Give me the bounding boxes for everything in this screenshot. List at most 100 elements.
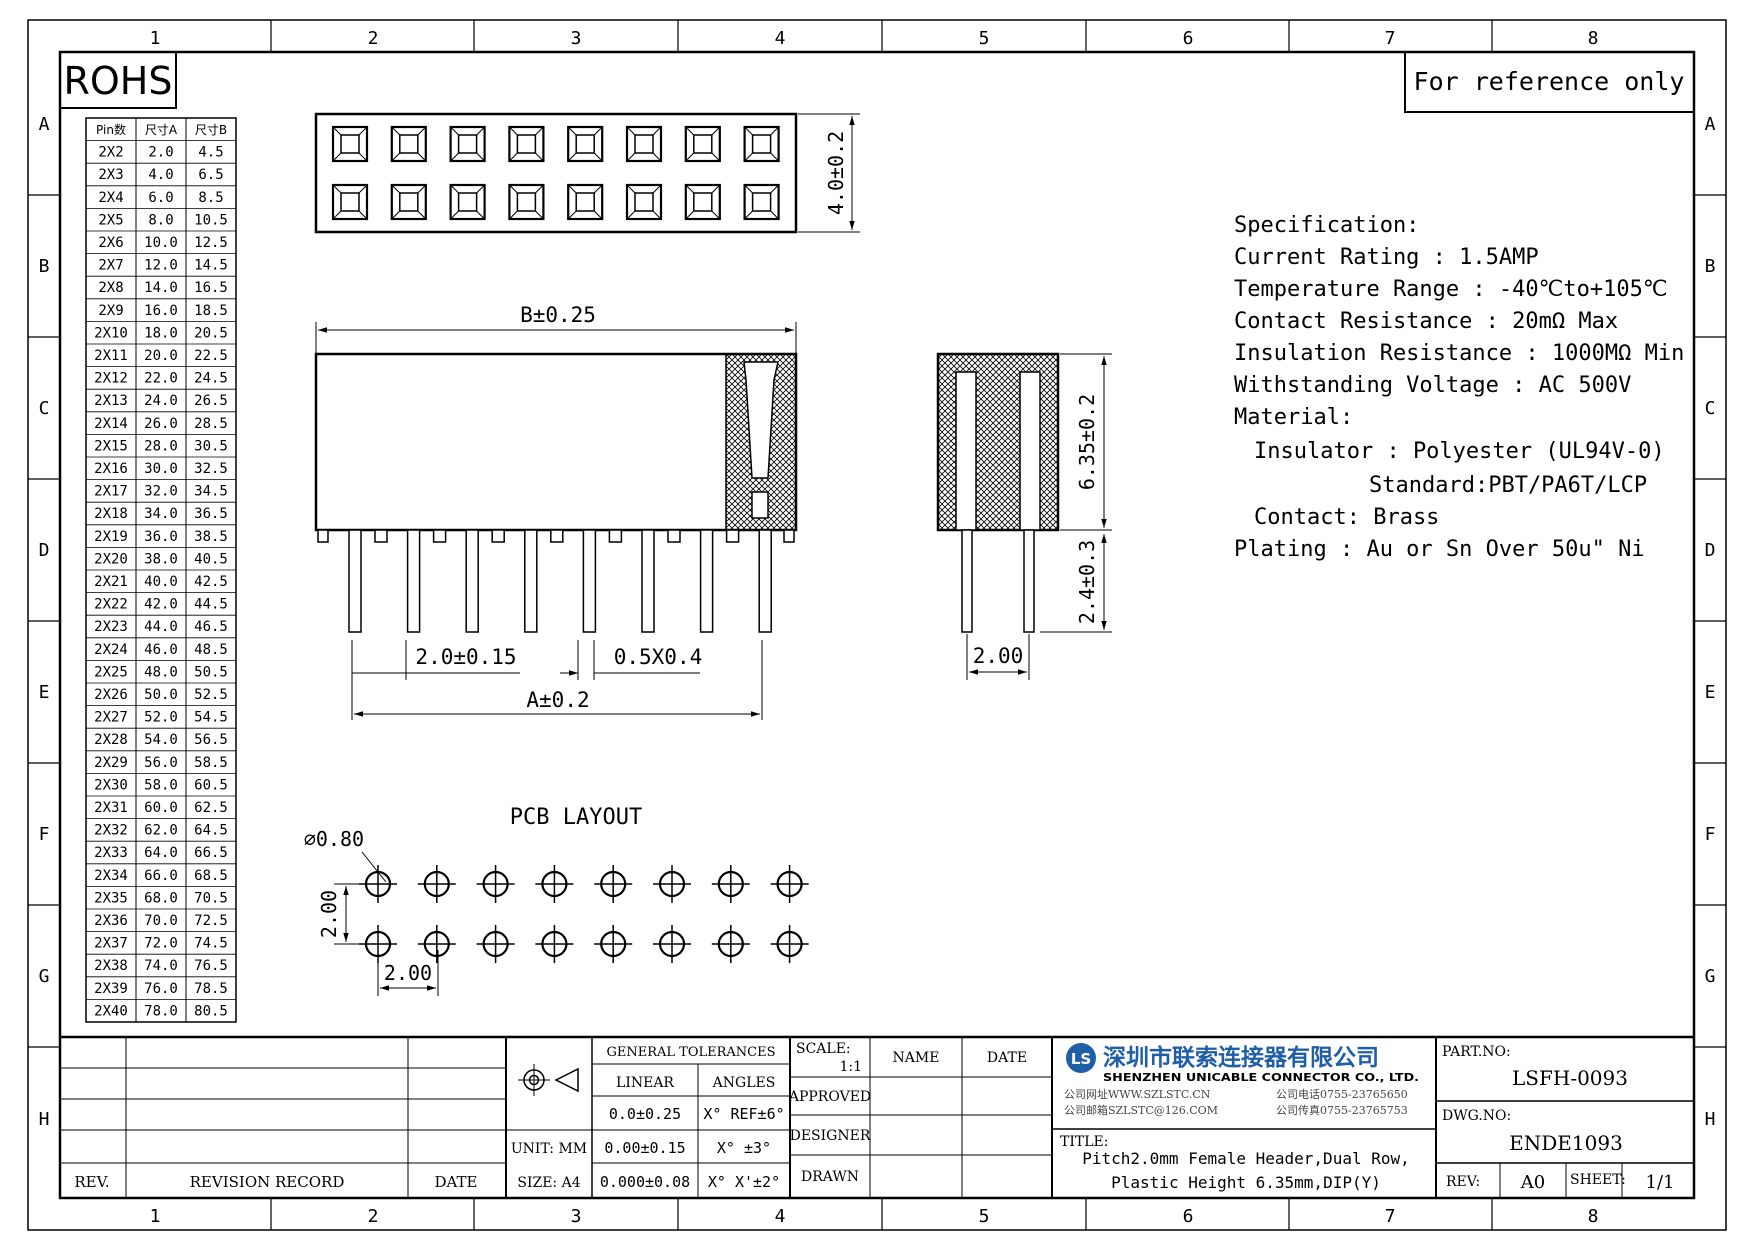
company-email: 公司邮箱SZLSTC@126.COM [1064,1103,1218,1117]
row-label-left: H [39,1109,50,1130]
angle-tolerance-1: X° REF±6° [703,1105,784,1123]
size-label: SIZE: A4 [517,1175,580,1191]
top-height-dimension: 4.0±0.2 [824,131,848,215]
scale-value: 1:1 [839,1059,862,1075]
column-label-bottom: 6 [1183,1206,1194,1227]
side-view: 6.35±0.2 2.4±0.3 2.00 [936,352,1112,680]
column-label-top: 3 [571,28,582,49]
b-length-dimension: B±0.25 [520,303,596,327]
pin-table-cell: 10.5 [194,212,228,228]
column-label-bottom: 5 [979,1206,990,1227]
front-view-pins [317,529,795,633]
general-tolerances-header: GENERAL TOLERANCES [606,1045,775,1060]
pcb-hole-icon [476,925,515,963]
projection-symbol-icon [518,1064,579,1096]
drawing-title-line2: Plastic Height 6.35mm,DIP(Y) [1111,1173,1381,1192]
pin-table-cell: 76.0 [144,981,178,997]
pin-table-cell: 18.0 [144,325,178,341]
pin-table-cell: 2X29 [94,755,128,771]
pin-table-cell: 72.0 [144,936,178,952]
pin-table-cell: 2X31 [94,800,128,816]
company-name-en: SHENZHEN UNICABLE CONNECTOR CO., LTD. [1103,1071,1419,1084]
pin-table-cell: 38.0 [144,551,178,567]
column-label-top: 6 [1183,28,1194,49]
pin-table-cell: 2X23 [94,619,128,635]
hole-leader-line [361,851,387,883]
pin-stub [374,529,388,543]
pcb-hole-icon [711,865,750,903]
pin-table-cell: 42.5 [194,574,228,590]
pin-table-cell: 16.5 [194,280,228,296]
pin-table-cell: 2X13 [94,393,128,409]
pin-table-cell: 22.0 [144,371,178,387]
specification-line: Insulation Resistance : 1000MΩ Min [1234,341,1684,366]
pin-table-cell: 2X10 [94,325,128,341]
pcb-hole-icon [653,925,691,963]
pin-table-cell: 2X27 [94,710,128,726]
pin-table-cell: 50.5 [194,664,228,680]
contact-window [751,491,769,519]
contact-hole-icon [449,183,486,221]
pin-table-cell: 52.5 [194,687,228,703]
pin-table-cell: 6.0 [148,190,173,206]
pin-table-cell: 2X18 [94,506,128,522]
pin-table-cell: 56.0 [144,755,178,771]
pin-table-cell: 18.5 [194,303,228,319]
pin-table-cell: 30.0 [144,461,178,477]
height-635-dimension: 6.35±0.2 [1075,394,1099,490]
pcb-hole-icon [594,865,633,903]
rohs-box [59,51,177,109]
contact-hole-icon [508,183,545,221]
pin-lead [406,529,421,633]
pin-table-cell: 2X11 [94,348,128,364]
name-header: NAME [893,1050,940,1066]
contact-hole-icon [390,183,427,221]
linear-tolerance-3: 0.000±0.08 [600,1173,690,1191]
column-label-top: 5 [979,28,990,49]
revision-record-header: REVISION RECORD [190,1173,345,1191]
specification-line: Specification: [1234,213,1419,238]
angle-tolerance-2: X° ±3° [717,1139,771,1157]
date-column-header: DATE [435,1173,478,1191]
pin-table-cell: 2X5 [98,212,123,228]
pin-stub [491,529,505,543]
reference-note: For reference only [1414,67,1685,96]
rohs-label: ROHS [63,59,172,103]
column-label-bottom: 2 [368,1206,379,1227]
company-phone: 公司电话0755-23765650 [1276,1088,1408,1101]
pin-table-cell: 76.5 [194,958,228,974]
pin-table-cell: 62.5 [194,800,228,816]
pin-table-cell: 72.5 [194,913,228,929]
side-view-cavity-left [955,371,977,531]
pin-table-cell: 30.5 [194,438,228,454]
pin-table-cell: 4.0 [148,167,173,183]
pin-table-cell: 78.5 [194,981,228,997]
pin-table-cell: 2X32 [94,823,128,839]
pin-table-cell: 2X8 [98,280,123,296]
column-label-top: 2 [368,28,379,49]
pin-table-cell: 16.0 [144,303,178,319]
pin-table-cell: 2X36 [94,913,128,929]
pin-table-cell: 2X26 [94,687,128,703]
pin-table-cell: 34.0 [144,506,178,522]
pin-table-cell: 2X21 [94,574,128,590]
pin-table-cell: 2X39 [94,981,128,997]
contact-spring-outline [743,361,779,479]
pin-table-cell: 2X40 [94,1003,128,1019]
column-label-bottom: 3 [571,1206,582,1227]
contact-hole-icon [567,125,604,163]
pin-table-cell: 64.0 [144,845,178,861]
pcb-hole-icon [417,925,456,963]
pin-table-cell: 2X6 [98,235,123,251]
reference-box [1404,51,1695,113]
row-label-right: D [1705,540,1716,561]
pin-table-cell: 14.0 [144,280,178,296]
pin-table-cell: 2X15 [94,438,128,454]
angle-tolerance-3: X° X'±2° [708,1173,780,1191]
row-label-right: E [1705,682,1716,703]
title-label: TITLE: [1060,1134,1108,1150]
company-name-cn: 深圳市联索连接器有限公司 [1103,1044,1379,1071]
pcb-hole-icon [711,925,750,963]
pin-table-cell: 12.0 [144,258,178,274]
pin-table-cell: 8.0 [148,212,173,228]
